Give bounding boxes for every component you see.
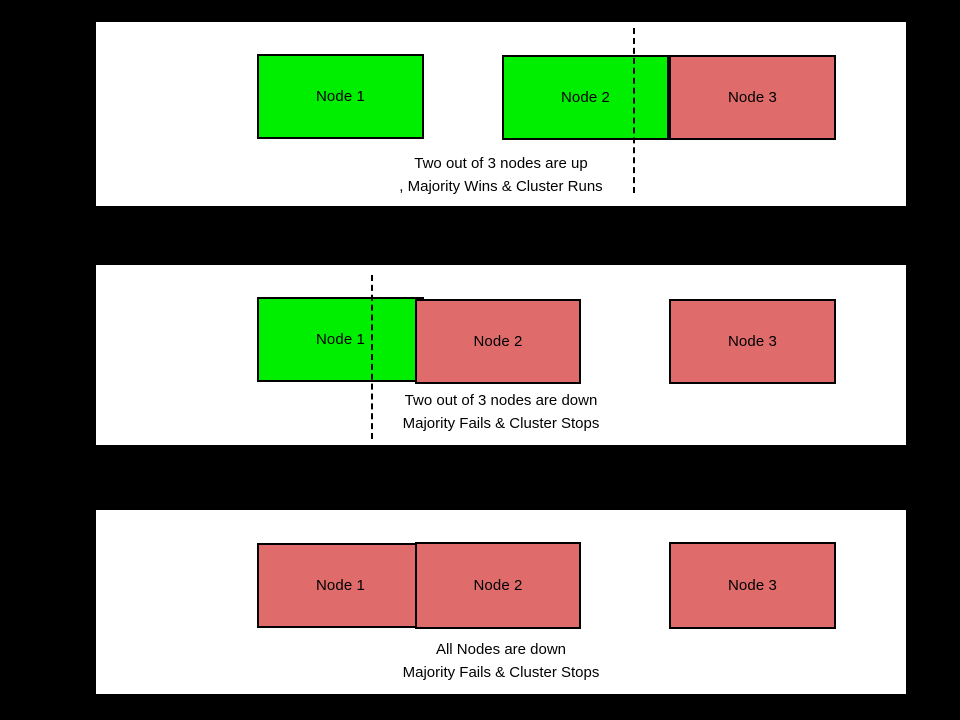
- scenario-panel-all-down: Node 1 Node 2 Node 3 All Nodes are down …: [96, 510, 906, 694]
- node-label: Node 1: [316, 331, 365, 348]
- node-box-2: Node 2: [502, 55, 669, 140]
- caption-line-2: Majority Fails & Cluster Stops: [402, 664, 600, 681]
- caption-line-1: Two out of 3 nodes are up: [414, 155, 588, 172]
- panel-caption: All Nodes are down Majority Fails & Clus…: [96, 638, 906, 684]
- caption-line-1: All Nodes are down: [435, 641, 567, 658]
- node-box-2: Node 2: [415, 299, 581, 384]
- node-box-1: Node 1: [257, 297, 424, 382]
- node-label: Node 1: [316, 88, 365, 105]
- node-label: Node 3: [728, 333, 777, 350]
- node-box-3: Node 3: [669, 299, 836, 384]
- quorum-divider-dashed-line: [633, 28, 635, 193]
- node-box-3: Node 3: [669, 55, 836, 140]
- caption-line-1: Two out of 3 nodes are down: [404, 392, 598, 409]
- caption-line-2: Majority Fails & Cluster Stops: [402, 415, 600, 432]
- scenario-panel-two-up: Node 1 Node 2 Node 3 Two out of 3 nodes …: [96, 22, 906, 206]
- node-box-1: Node 1: [257, 54, 424, 139]
- node-label: Node 2: [561, 89, 610, 106]
- node-label: Node 1: [316, 577, 365, 594]
- quorum-divider-dashed-line: [371, 275, 373, 439]
- panel-caption: Two out of 3 nodes are up , Majority Win…: [96, 152, 906, 198]
- node-label: Node 3: [728, 89, 777, 106]
- caption-line-2: , Majority Wins & Cluster Runs: [399, 178, 603, 195]
- node-label: Node 2: [473, 333, 523, 350]
- panel-caption: Two out of 3 nodes are down Majority Fai…: [96, 389, 906, 435]
- node-label: Node 3: [728, 577, 777, 594]
- scenario-panel-two-down: Node 1 Node 2 Node 3 Two out of 3 nodes …: [96, 265, 906, 445]
- node-box-2: Node 2: [415, 542, 581, 629]
- node-box-1: Node 1: [257, 543, 424, 628]
- node-box-3: Node 3: [669, 542, 836, 629]
- node-label: Node 2: [473, 577, 523, 594]
